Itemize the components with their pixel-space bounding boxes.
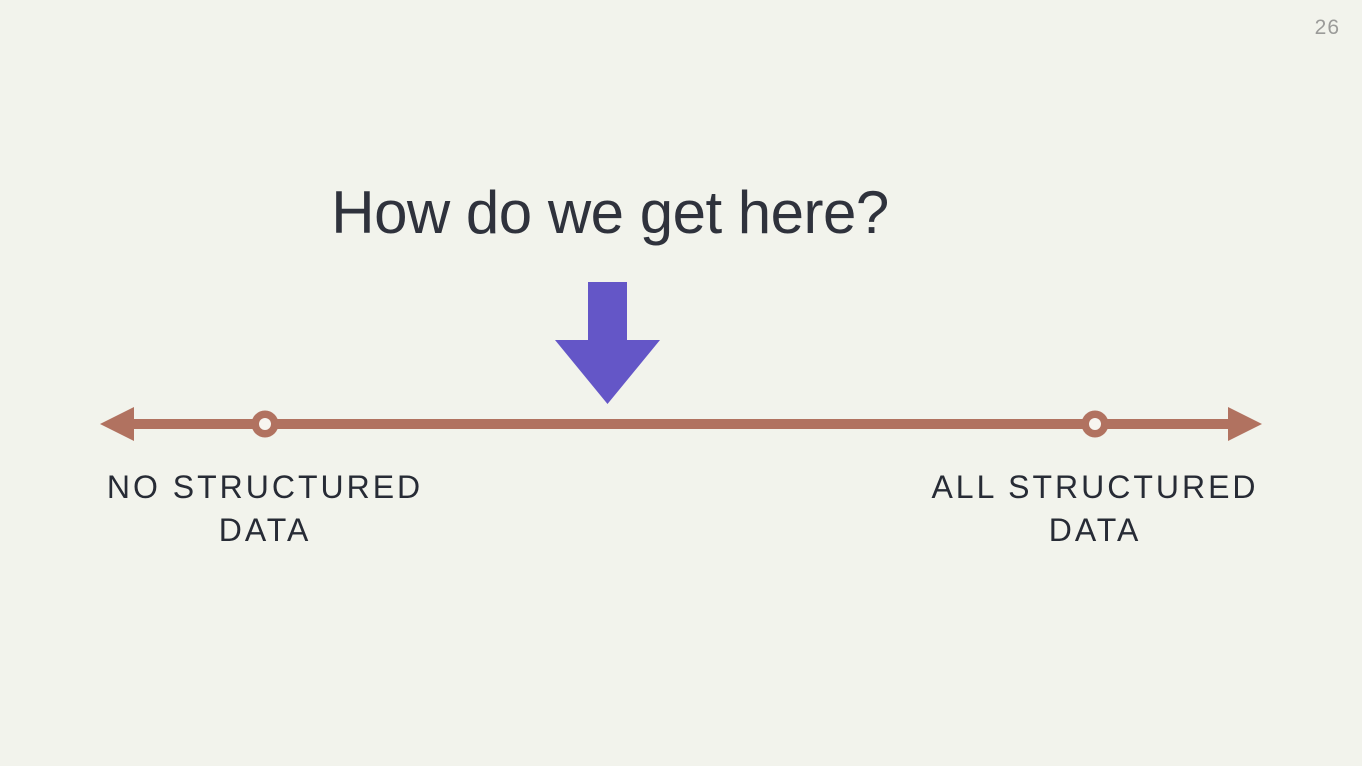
right-endpoint-label-line2: DATA (1048, 512, 1142, 548)
down-arrow-shape (555, 282, 660, 404)
left-endpoint-label: NO STRUCTURED DATA (55, 466, 475, 552)
right-arrowhead-icon (1228, 407, 1262, 441)
left-marker-dot-hole (259, 418, 271, 430)
right-marker-dot-hole (1089, 418, 1101, 430)
spectrum-axis (100, 407, 1262, 441)
slide-title: How do we get here? (331, 179, 889, 246)
down-arrow-icon (555, 282, 660, 404)
page-number: 26 (1314, 16, 1340, 39)
right-endpoint-label: ALL STRUCTURED DATA (885, 466, 1305, 552)
left-endpoint-label-line2: DATA (218, 512, 312, 548)
left-arrowhead-icon (100, 407, 134, 441)
right-endpoint-label-line1: ALL STRUCTURED (931, 469, 1259, 505)
left-endpoint-label-line1: NO STRUCTURED (106, 469, 424, 505)
